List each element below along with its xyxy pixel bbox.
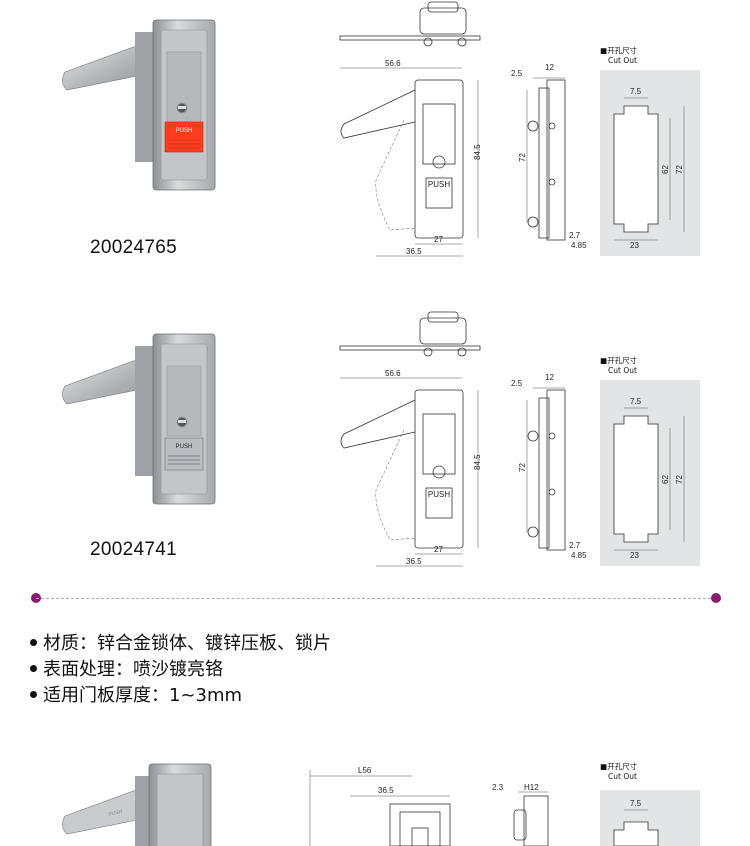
svg-text:62: 62	[661, 165, 670, 174]
side-drawing-2: 2.5 12 72 2.7 4.85	[511, 373, 587, 560]
svg-text:7.5: 7.5	[630, 87, 642, 96]
spec-item-finish: 表面处理：喷沙镀亮铬	[30, 655, 223, 681]
spec-item-material: 材质：锌合金锁体、镀锌压板、锁片	[30, 629, 331, 655]
side-drawing-3: 2.3 H12	[492, 783, 549, 846]
svg-text:PUSH: PUSH	[428, 490, 450, 499]
svg-text:62: 62	[661, 475, 670, 484]
svg-text:PUSH: PUSH	[108, 809, 123, 818]
svg-text:7.5: 7.5	[630, 397, 642, 406]
svg-text:PUSH: PUSH	[428, 180, 450, 189]
svg-text:23: 23	[630, 241, 639, 250]
svg-text:84.5: 84.5	[473, 144, 482, 160]
svg-text:Cut Out: Cut Out	[608, 56, 637, 65]
svg-text:27: 27	[434, 545, 443, 554]
tech-drawing-3: L56 36.5	[309, 766, 451, 846]
product-photo-1: PUSH	[62, 19, 216, 191]
svg-text:36.5: 36.5	[406, 557, 422, 566]
svg-text:72: 72	[518, 153, 527, 162]
product-code-1: 20024765	[90, 237, 177, 258]
svg-text:■开孔尺寸: ■开孔尺寸	[600, 355, 638, 365]
push-button-grey	[164, 437, 204, 471]
svg-text:12: 12	[545, 373, 554, 382]
svg-text:27: 27	[434, 235, 443, 244]
svg-text:2.5: 2.5	[511, 69, 523, 78]
svg-text:72: 72	[675, 475, 684, 484]
svg-text:2.3: 2.3	[492, 783, 504, 792]
svg-text:Cut Out: Cut Out	[608, 366, 637, 375]
svg-text:56.6: 56.6	[385, 59, 401, 68]
svg-text:4.85: 4.85	[571, 551, 587, 560]
tech-drawing-1: 56.6 PUSH 84.5 27 36.5	[339, 1, 482, 257]
svg-text:H12: H12	[524, 783, 539, 792]
svg-text:12: 12	[545, 63, 554, 72]
cutout-drawing-2: ■开孔尺寸 Cut Out 7.5 62 72 23	[600, 355, 700, 566]
product-code-2: 20024741	[90, 539, 177, 560]
svg-text:23: 23	[630, 551, 639, 560]
svg-text:56.6: 56.6	[385, 369, 401, 378]
spec-item-thickness: 适用门板厚度：1~3mm	[30, 681, 242, 707]
svg-text:4.85: 4.85	[571, 241, 587, 250]
svg-text:72: 72	[518, 463, 527, 472]
svg-text:2.7: 2.7	[569, 541, 581, 550]
push-label: PUSH	[176, 128, 193, 134]
product-photo-2: PUSH	[62, 333, 216, 505]
product-photo-3: PUSH	[62, 763, 212, 846]
divider-dot-right	[711, 593, 721, 603]
side-drawing-1: 2.5 12 72 2.7 4.85	[511, 63, 587, 250]
svg-text:36.5: 36.5	[378, 786, 394, 795]
svg-text:84.5: 84.5	[473, 454, 482, 470]
cutout-drawing-1: ■开孔尺寸 Cut Out 7.5 62 72 23	[600, 45, 700, 256]
cutout-drawing-3: ■开孔尺寸 Cut Out 7.5	[600, 761, 700, 846]
svg-text:72: 72	[675, 165, 684, 174]
svg-text:L56: L56	[358, 766, 372, 775]
tech-drawing-2: 56.6 PUSH 84.5 27 36.5	[339, 311, 482, 567]
svg-text:2.7: 2.7	[569, 231, 581, 240]
svg-text:7.5: 7.5	[630, 799, 642, 808]
svg-text:2.5: 2.5	[511, 379, 523, 388]
svg-text:36.5: 36.5	[406, 247, 422, 256]
svg-text:■开孔尺寸: ■开孔尺寸	[600, 761, 638, 771]
svg-text:Cut Out: Cut Out	[608, 772, 637, 781]
section-divider	[36, 598, 716, 599]
push-label: PUSH	[176, 444, 193, 450]
svg-text:■开孔尺寸: ■开孔尺寸	[600, 45, 638, 55]
push-button-red	[164, 121, 204, 153]
